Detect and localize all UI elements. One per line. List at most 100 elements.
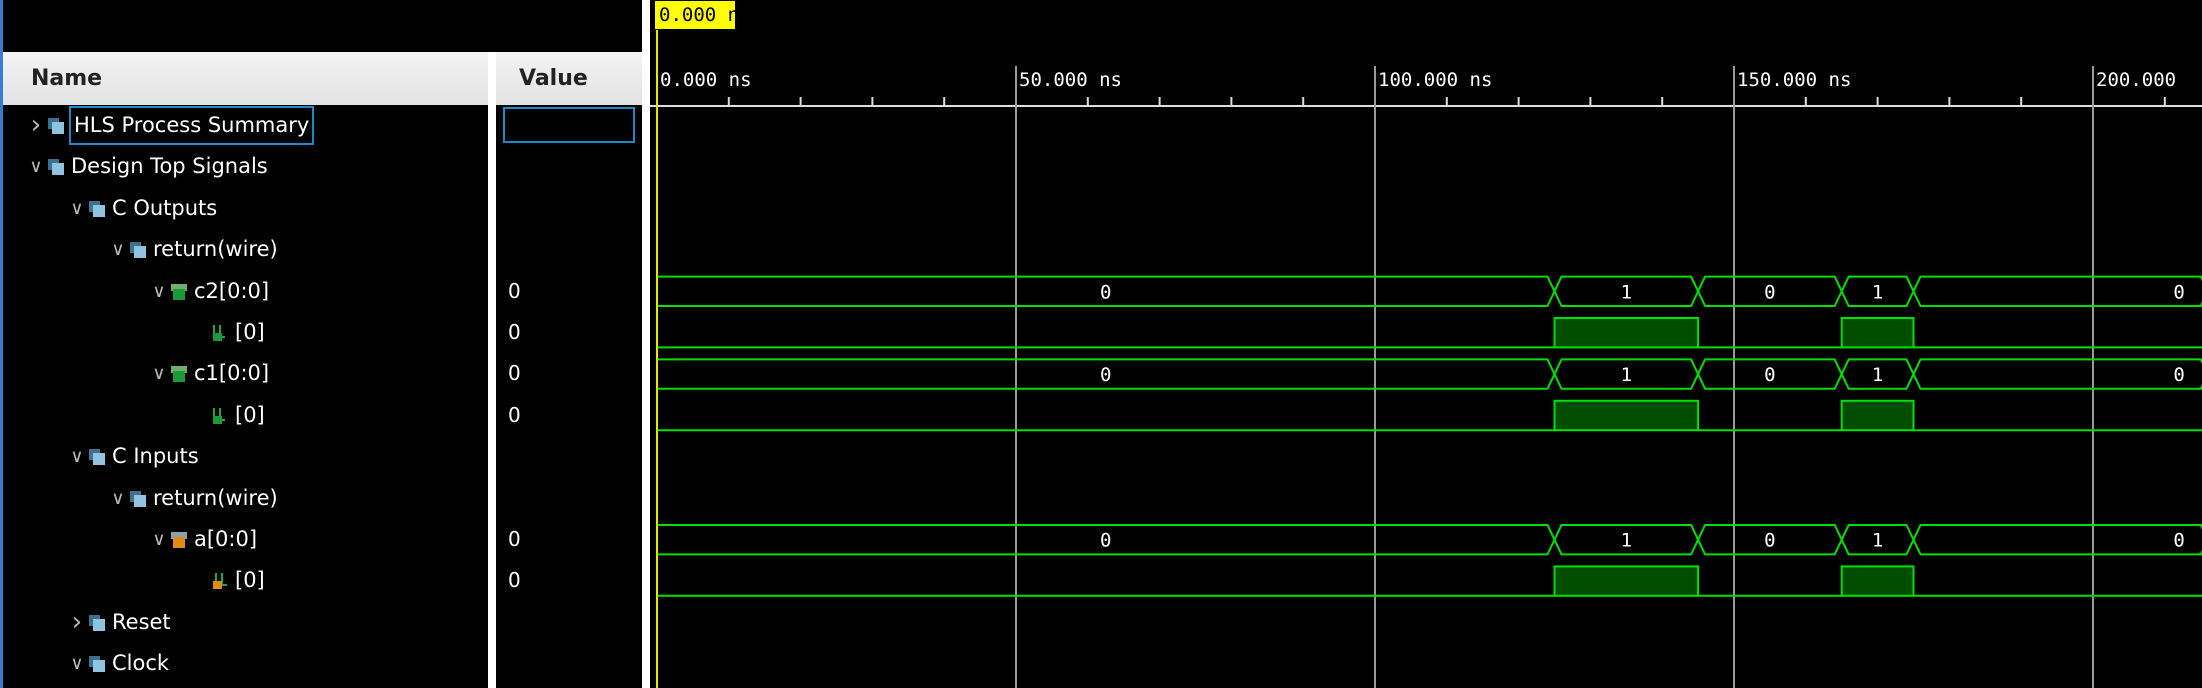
column-divider[interactable] (488, 52, 496, 688)
bus-segment (1840, 524, 1915, 556)
bus-segment (1912, 275, 2202, 307)
bit-input-icon (211, 572, 229, 590)
tree-row[interactable]: ∨ return(wire) (3, 229, 643, 270)
bus-value-label: 1 (1621, 530, 1632, 552)
ruler-label: 50.000 ns (1019, 69, 1122, 91)
chevron-down-icon[interactable]: ∨ (70, 653, 84, 675)
tree-row[interactable]: › HLS Process Summary (3, 105, 643, 146)
group-icon (88, 448, 106, 466)
value-column-header[interactable]: Value (519, 66, 588, 91)
bit-high-segment (1840, 399, 1915, 432)
chevron-down-icon[interactable]: ∨ (111, 487, 125, 509)
bit-output-icon (211, 324, 229, 342)
bus-segment (1840, 358, 1915, 390)
group-icon (129, 241, 147, 259)
signal-name[interactable]: HLS Process Summary (68, 106, 315, 145)
tree-row[interactable]: ∨ c1[0:0] 0 (3, 353, 643, 394)
bus-value-label: 1 (1621, 364, 1632, 386)
chevron-right-icon[interactable]: › (30, 110, 42, 140)
bus-value-label: 0 (1764, 530, 1775, 552)
bus-segment (1840, 275, 1915, 307)
panel-splitter[interactable] (642, 0, 650, 688)
tree-row[interactable]: › Reset (3, 602, 643, 643)
signal-name[interactable]: a[0:0] (194, 527, 258, 551)
signal-value: 0 (508, 527, 521, 551)
bus-value-label: 1 (1872, 364, 1883, 386)
bus-segment (1553, 275, 1700, 307)
bus-value-label: 0 (2173, 364, 2184, 386)
signal-name[interactable]: [0] (235, 320, 265, 344)
tree-row[interactable]: [0] 0 (3, 560, 643, 601)
bus-segment (1696, 524, 1843, 556)
bus-value-label: 0 (2173, 530, 2184, 552)
column-header: Name Value (3, 52, 648, 105)
bus-segment (1553, 524, 1700, 556)
chevron-down-icon[interactable]: ∨ (70, 197, 84, 219)
group-icon (88, 200, 106, 218)
signal-name[interactable]: Clock (112, 651, 170, 676)
bus-output-icon (170, 283, 188, 301)
signal-name[interactable]: return(wire) (153, 485, 278, 510)
bit-high-segment (1553, 399, 1700, 432)
bus-segment (1912, 524, 2202, 556)
chevron-down-icon[interactable]: ∨ (70, 446, 84, 468)
signal-name[interactable]: c1[0:0] (194, 361, 270, 386)
chevron-down-icon[interactable]: ∨ (152, 280, 166, 302)
bus-value-label: 0 (1764, 364, 1775, 386)
signal-value: 0 (508, 402, 521, 427)
name-column-header[interactable]: Name (31, 66, 103, 91)
bus-value-label: 0 (1100, 281, 1111, 303)
signal-name-panel: Name Value › HLS Process Summary ∨ Design T… (0, 0, 648, 688)
tree-row[interactable]: ∨ C Outputs (3, 188, 643, 229)
bit-high-segment (1553, 565, 1700, 597)
cursor-label-bg (655, 1, 735, 29)
ruler-label: 100.000 ns (1378, 69, 1492, 91)
signal-value: 0 (508, 568, 521, 593)
bus-value-label: 1 (1872, 530, 1883, 552)
tree-row[interactable]: ∨ Design Top Signals (3, 146, 643, 187)
signal-name[interactable]: return(wire) (153, 237, 278, 262)
signal-name[interactable]: c2[0:0] (194, 278, 270, 303)
chevron-down-icon[interactable]: ∨ (111, 239, 125, 261)
signal-name[interactable]: C Outputs (112, 195, 218, 220)
signal-name[interactable]: C Inputs (112, 444, 199, 469)
bus-value-label: 0 (1100, 364, 1111, 386)
tree-row[interactable]: ∨ a[0:0] 0 (3, 519, 643, 560)
bus-value-label: 0 (2173, 281, 2184, 303)
group-icon (88, 655, 106, 673)
group-icon (88, 614, 106, 632)
bit-high-segment (1840, 565, 1915, 597)
chevron-down-icon[interactable]: ∨ (152, 363, 166, 385)
signal-value: 0 (508, 278, 521, 303)
bit-high-segment (1553, 317, 1700, 349)
group-icon (129, 490, 147, 508)
chevron-down-icon[interactable]: ∨ (152, 529, 166, 550)
tree-row[interactable]: ∨ Clock (3, 643, 643, 684)
tree-row[interactable]: ∨ C Inputs (3, 436, 643, 477)
signal-name[interactable]: Design Top Signals (71, 154, 268, 179)
bus-segment (1696, 358, 1843, 390)
signal-name[interactable]: [0] (235, 402, 265, 427)
signal-name[interactable]: Reset (112, 609, 171, 634)
group-icon (47, 117, 65, 135)
bus-segment (1912, 358, 2202, 390)
tree-row[interactable]: ∨ return(wire) (3, 478, 643, 519)
ruler-label: 0.000 ns (660, 69, 752, 91)
tree-row[interactable]: [0]0 (3, 312, 643, 353)
chevron-down-icon[interactable]: ∨ (29, 156, 43, 178)
signal-value: 0 (508, 361, 521, 386)
tree-row[interactable]: ∨ c2[0:0] 0 (3, 271, 643, 312)
bit-high-segment (1840, 317, 1915, 349)
bit-output-icon (211, 407, 229, 425)
bus-value-label: 0 (1100, 530, 1111, 552)
chevron-right-icon[interactable]: › (71, 606, 83, 637)
ruler-label: 200.000 (2096, 69, 2176, 91)
tree-row[interactable]: [0] 0 (3, 395, 643, 436)
ruler-label: 150.000 ns (1737, 69, 1851, 91)
cursor-time-label: 0.000 ns (659, 4, 751, 26)
value-selection-box (503, 107, 635, 143)
bus-value-label: 1 (1621, 281, 1632, 303)
bus-segment (1696, 275, 1843, 307)
signal-name[interactable]: [0] (235, 568, 265, 593)
